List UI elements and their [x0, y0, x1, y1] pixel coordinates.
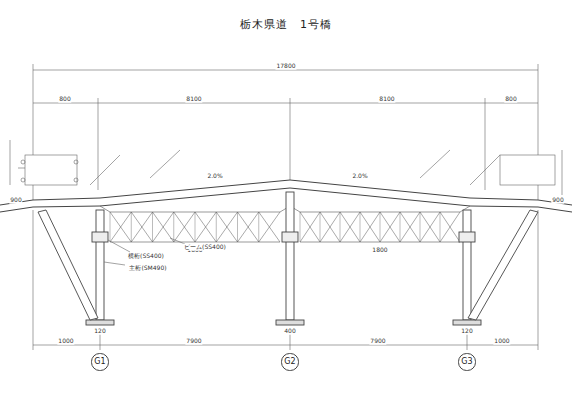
girder-name: G3: [461, 357, 472, 366]
dimension-label: 2.0%: [351, 173, 368, 180]
girder-circle: G3: [458, 353, 475, 370]
drawing-title: 栃木県道 1号橋: [240, 17, 332, 32]
dimension-label: 8100: [378, 96, 395, 103]
dimension-label: 1000: [493, 338, 510, 345]
dimension-label: 8100: [185, 96, 202, 103]
dimension-label: 1000: [57, 338, 74, 345]
dimension-label: 17800: [275, 63, 296, 70]
dimension-label: 900: [9, 197, 22, 204]
girder-circle: G1: [91, 353, 108, 370]
dimension-label: 800: [504, 96, 517, 103]
dimension-label: 120: [460, 328, 473, 335]
dimension-label: 900: [551, 197, 564, 204]
dimension-label: 7900: [369, 338, 386, 345]
dimension-label: 7900: [185, 338, 202, 345]
dimension-label: 横桁(SS400): [127, 253, 165, 260]
dimension-label: ビーム(SS400): [183, 244, 227, 251]
girder-circle: G2: [281, 353, 298, 370]
dimension-label: 2.0%: [206, 173, 223, 180]
girder-name: G2: [284, 357, 295, 366]
dimension-label: 120: [93, 328, 106, 335]
dimension-label: 400: [283, 328, 296, 335]
girder-name: G1: [94, 357, 105, 366]
dimension-label: 800: [58, 96, 71, 103]
dimension-label: 主桁(SM490): [128, 265, 167, 272]
dimension-label: 1800: [371, 247, 388, 254]
